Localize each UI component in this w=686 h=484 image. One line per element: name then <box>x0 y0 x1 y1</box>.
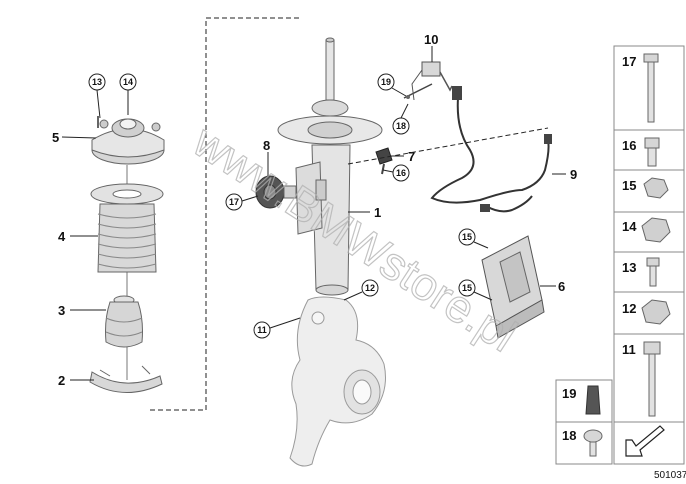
part-height-sensor[interactable] <box>403 61 453 101</box>
circled-callout-17: 17 <box>225 193 243 211</box>
callout-4: 4 <box>58 229 66 244</box>
leader-line-17 <box>241 195 259 202</box>
circled-callout-15-top: 15 <box>458 228 476 246</box>
part-rubber-mount[interactable] <box>255 175 297 209</box>
part-sensor-clip[interactable] <box>375 147 393 175</box>
circled-callout-13: 13 <box>88 73 106 91</box>
svg-text:15: 15 <box>622 178 636 193</box>
legend-item-15[interactable]: 15 <box>622 177 669 199</box>
svg-text:16: 16 <box>396 168 406 178</box>
circled-callout-12: 12 <box>361 279 379 297</box>
svg-text:13: 13 <box>92 77 102 87</box>
svg-text:17: 17 <box>622 54 636 69</box>
svg-text:15: 15 <box>462 232 472 242</box>
circled-callout-11: 11 <box>253 321 271 339</box>
callout-3: 3 <box>58 303 65 318</box>
circled-callout-19: 19 <box>377 73 395 91</box>
legend-item-14[interactable]: 14 <box>622 217 671 243</box>
circled-callout-18: 18 <box>392 117 410 135</box>
part-shock-absorber[interactable] <box>277 37 383 296</box>
svg-text:16: 16 <box>622 138 636 153</box>
sensor-dashed-line <box>347 127 549 165</box>
leader-line-16 <box>382 169 394 173</box>
legend-item-12[interactable]: 12 <box>622 299 671 325</box>
legend-item-19[interactable]: 19 <box>562 385 601 415</box>
leader-line-13 <box>96 89 101 119</box>
legend-item-17[interactable]: 17 <box>622 53 659 123</box>
svg-text:18: 18 <box>396 121 406 131</box>
leader-line-12 <box>343 291 363 301</box>
arrow-icon <box>625 425 665 457</box>
part-dust-boot[interactable] <box>90 183 164 273</box>
legend-item-18[interactable]: 18 <box>562 428 603 457</box>
leader-line-19 <box>391 87 407 97</box>
callout-8: 8 <box>263 138 270 153</box>
callout-1: 1 <box>374 205 381 220</box>
svg-text:14: 14 <box>123 77 133 87</box>
svg-text:19: 19 <box>562 386 576 401</box>
svg-text:13: 13 <box>622 260 636 275</box>
leader-line-15b <box>473 291 493 301</box>
leader-line-11 <box>269 317 301 329</box>
svg-text:11: 11 <box>257 325 267 335</box>
legend-item-16[interactable]: 16 <box>622 137 660 167</box>
callout-2: 2 <box>58 373 65 388</box>
callout-10: 10 <box>424 32 438 47</box>
svg-text:12: 12 <box>365 283 375 293</box>
arrow-box <box>613 421 685 465</box>
callout-6: 6 <box>558 279 565 294</box>
part-strut-mount[interactable] <box>91 116 165 165</box>
svg-text:12: 12 <box>622 301 636 316</box>
leader-line-15a <box>473 241 489 249</box>
leader-line-18 <box>400 103 409 119</box>
part-bump-stop[interactable] <box>105 295 143 348</box>
part-steering-knuckle[interactable] <box>289 296 386 467</box>
svg-text:19: 19 <box>381 77 391 87</box>
svg-text:18: 18 <box>562 428 576 443</box>
callout-9: 9 <box>570 167 577 182</box>
circled-callout-14: 14 <box>119 73 137 91</box>
assembly-dashed-line <box>150 17 300 411</box>
leader-line-5 <box>61 136 97 139</box>
legend-item-11[interactable]: 11 <box>622 341 661 417</box>
svg-text:11: 11 <box>622 342 636 357</box>
part-control-unit[interactable] <box>481 235 545 339</box>
svg-text:14: 14 <box>622 219 637 234</box>
circled-callout-15-bottom: 15 <box>458 279 476 297</box>
svg-text:17: 17 <box>229 197 239 207</box>
callout-7: 7 <box>408 149 415 164</box>
legend-panel-small <box>555 379 613 465</box>
callout-5: 5 <box>52 130 59 145</box>
legend-item-13[interactable]: 13 <box>622 257 660 287</box>
part-sensor-cable[interactable] <box>430 86 552 213</box>
circled-callout-16: 16 <box>392 164 410 182</box>
diagram-id: 501037 <box>654 470 686 481</box>
part-spring-pad[interactable] <box>89 365 163 393</box>
svg-text:15: 15 <box>462 283 472 293</box>
